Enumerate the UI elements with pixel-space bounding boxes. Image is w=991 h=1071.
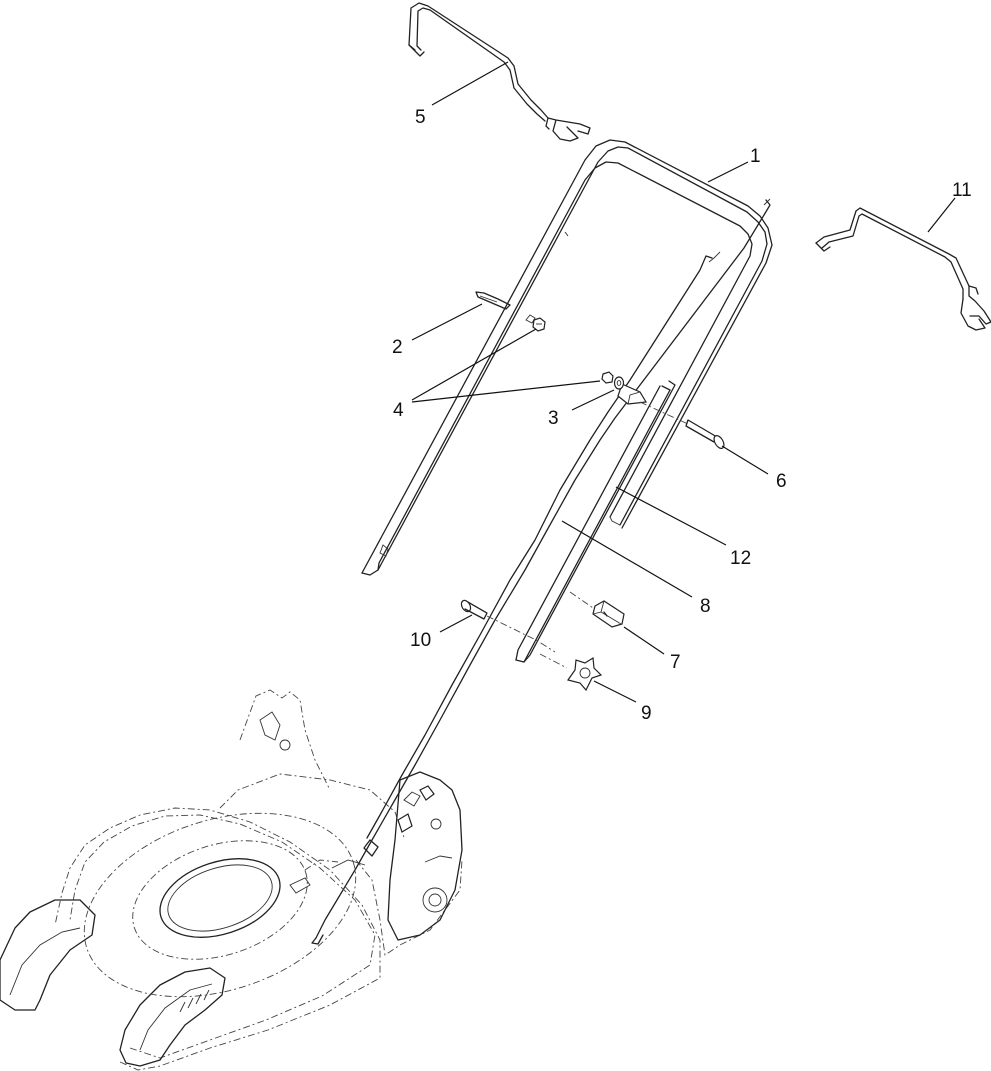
leader-9 xyxy=(593,680,637,703)
leader-12 xyxy=(615,486,727,546)
handle-knob-9 xyxy=(539,653,603,692)
callout-8: 8 xyxy=(700,596,711,617)
locknut-4 xyxy=(532,317,614,384)
leader-3 xyxy=(571,389,615,411)
leader-10 xyxy=(439,614,473,633)
handle-bolt-10 xyxy=(460,599,556,653)
lower-handle-12 xyxy=(515,380,676,663)
leader-11 xyxy=(927,197,956,233)
cable-clip-2 xyxy=(475,291,511,310)
callout-1: 1 xyxy=(750,146,761,167)
callout-4: 4 xyxy=(393,400,404,421)
leader-8 xyxy=(561,520,693,598)
callout-3: 3 xyxy=(548,408,559,429)
callout-12: 12 xyxy=(730,548,751,569)
callout-5: 5 xyxy=(415,107,426,128)
callout-6: 6 xyxy=(776,471,787,492)
leader-1 xyxy=(707,161,749,183)
bail-bar-11 xyxy=(815,207,991,331)
leader-lines xyxy=(411,61,956,703)
leader-6 xyxy=(721,445,769,475)
callout-7: 7 xyxy=(670,652,681,673)
spacer-7 xyxy=(569,591,625,628)
leader-2 xyxy=(411,303,483,341)
callout-10: 10 xyxy=(410,630,431,651)
callouts: 5 1 11 2 4 3 6 12 8 10 7 9 xyxy=(392,107,972,724)
bail-bar-5 xyxy=(408,2,591,142)
callout-9: 9 xyxy=(641,703,652,724)
leader-4a xyxy=(411,328,537,401)
leader-4b xyxy=(411,380,601,403)
upper-handle-1 xyxy=(361,139,773,576)
mower-deck xyxy=(0,689,463,1071)
cable-8 xyxy=(311,199,771,945)
callout-11: 11 xyxy=(952,180,972,201)
washer-3 xyxy=(613,376,625,390)
leader-5 xyxy=(431,61,509,106)
callout-2: 2 xyxy=(392,337,403,358)
leader-7 xyxy=(623,626,665,655)
bolt-6 xyxy=(639,401,725,449)
